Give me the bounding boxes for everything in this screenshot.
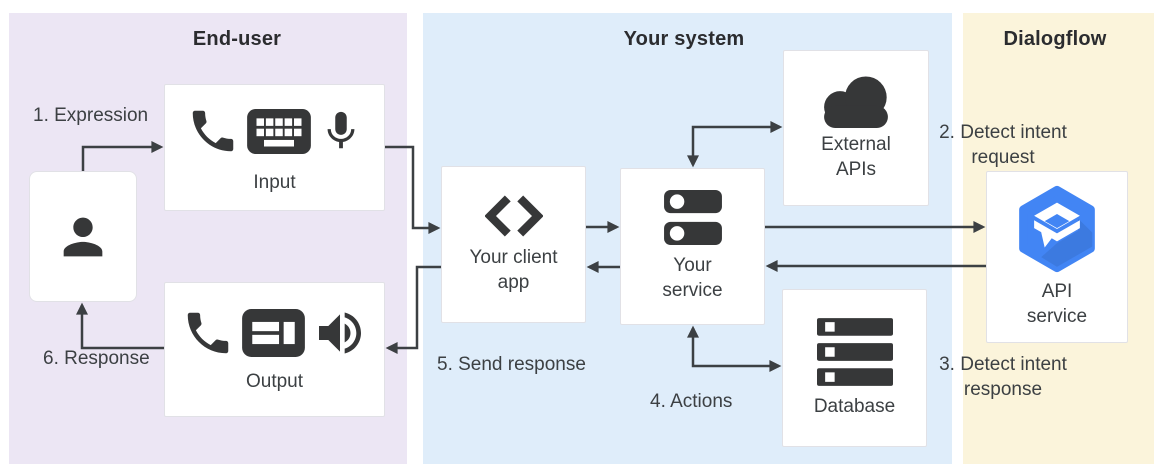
step-6-response: 6. Response (43, 348, 150, 369)
dialogflow-logo-icon (1019, 185, 1095, 273)
cloud-icon (824, 76, 888, 128)
output-node: Output (164, 282, 385, 417)
keyboard-icon (246, 108, 311, 154)
step-3-detect-intent-response: 3. Detect intent response (939, 354, 1067, 400)
service-node-label: Your service (662, 255, 723, 301)
step-1-expression: 1. Expression (33, 105, 149, 126)
region-title-dialogflow: Dialogflow (1003, 28, 1107, 50)
person-icon (63, 217, 103, 256)
database-node: Database (782, 289, 927, 447)
code-icon (484, 194, 543, 237)
phone-icon (192, 110, 233, 152)
speaker-icon (319, 312, 361, 354)
client-app-node: Your client app (441, 166, 586, 323)
microphone-icon (327, 111, 354, 149)
end-user-person-node (29, 171, 137, 302)
servers-icon (663, 190, 722, 245)
step-4-actions: 4. Actions (650, 391, 733, 412)
api-service-node: API service (986, 171, 1128, 343)
output-node-label: Output (245, 371, 304, 392)
phone-icon (187, 312, 229, 354)
screen-icon (242, 309, 305, 357)
input-node-label: Input (253, 172, 296, 193)
client-app-node-label: Your client app (469, 246, 558, 293)
step-5-send-response: 5. Send response (437, 354, 586, 375)
step-2-detect-intent-request: 2. Detect intent request (939, 122, 1067, 168)
api-service-node-label: API service (1026, 281, 1088, 327)
database-node-label: Database (813, 395, 896, 417)
region-title-your-system: Your system (623, 28, 745, 50)
database-icon (816, 317, 893, 386)
external-apis-node: External APIs (783, 50, 929, 206)
region-title-end-user: End-user (192, 28, 282, 50)
input-node: Input (164, 84, 385, 211)
service-node: Your service (620, 168, 765, 325)
external-apis-node-label: External APIs (821, 134, 891, 180)
